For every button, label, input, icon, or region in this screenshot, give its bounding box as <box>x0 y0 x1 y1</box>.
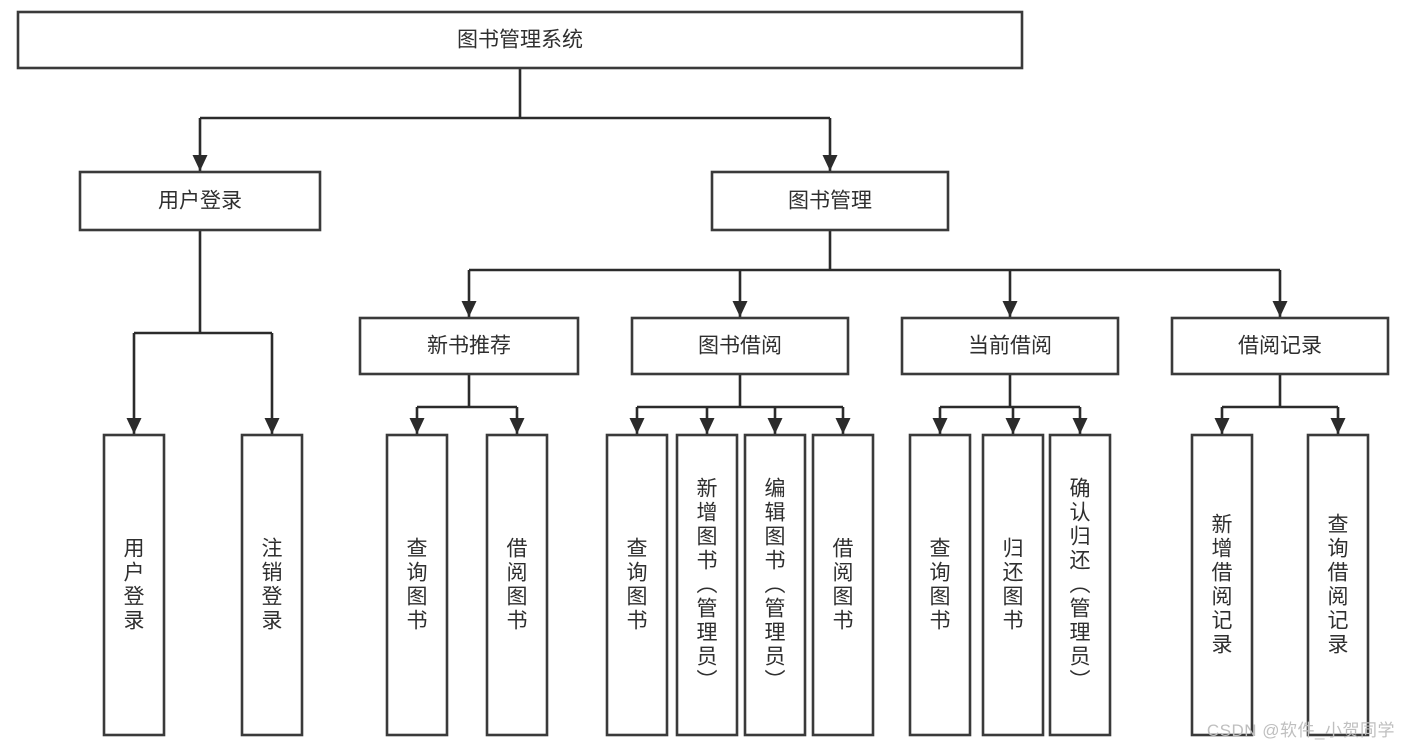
arrowhead-icon <box>1214 418 1230 434</box>
node-label: 图书管理 <box>788 190 872 213</box>
node-借阅图书[interactable]: 借阅图书 <box>485 433 549 737</box>
node-box[interactable] <box>1190 433 1254 737</box>
node-label: 确认归还︵管理员︶ <box>1070 478 1091 693</box>
connector-group <box>461 230 1288 317</box>
node-label: 当前借阅 <box>968 335 1052 358</box>
arrowhead-icon <box>409 418 425 434</box>
connector-group <box>409 374 525 434</box>
connector-group <box>932 374 1088 434</box>
node-box[interactable] <box>981 433 1045 737</box>
arrowhead-icon <box>1005 418 1021 434</box>
arrowhead-icon <box>264 418 280 434</box>
node-label: 新增借阅记录 <box>1212 514 1233 657</box>
node-查询借阅记录[interactable]: 查询借阅记录 <box>1306 433 1370 737</box>
node-label: 查询图书 <box>930 538 951 633</box>
arrowhead-icon <box>461 301 477 317</box>
node-label: 借阅图书 <box>833 538 854 633</box>
node-label: 查询图书 <box>627 538 648 633</box>
node-查询图书[interactable]: 查询图书 <box>385 433 449 737</box>
arrowhead-icon <box>932 418 948 434</box>
node-box[interactable] <box>358 316 580 376</box>
node-注销登录[interactable]: 注销登录 <box>240 433 304 737</box>
node-当前借阅[interactable]: 当前借阅 <box>900 316 1120 376</box>
node-box[interactable] <box>710 170 950 232</box>
arrowhead-icon <box>767 418 783 434</box>
node-box[interactable] <box>1048 433 1112 737</box>
node-box[interactable] <box>908 433 972 737</box>
node-label: 借阅记录 <box>1238 335 1322 358</box>
node-label: 查询图书 <box>407 538 428 633</box>
node-label: 新书推荐 <box>427 335 511 358</box>
node-借阅图书[interactable]: 借阅图书 <box>811 433 875 737</box>
connector-group <box>629 374 851 434</box>
connector-group <box>126 230 280 434</box>
node-新增图书管理员[interactable]: 新增图书︵管理员︶ <box>675 433 739 737</box>
arrowhead-icon <box>126 418 142 434</box>
node-box[interactable] <box>605 433 669 737</box>
arrowhead-icon <box>1330 418 1346 434</box>
arrowhead-icon <box>699 418 715 434</box>
node-归还图书[interactable]: 归还图书 <box>981 433 1045 737</box>
node-借阅记录[interactable]: 借阅记录 <box>1170 316 1390 376</box>
arrowhead-icon <box>192 155 208 171</box>
node-label: 借阅图书 <box>507 538 528 633</box>
node-label: 注销登录 <box>262 538 283 633</box>
arrowhead-icon <box>1002 301 1018 317</box>
node-新增借阅记录[interactable]: 新增借阅记录 <box>1190 433 1254 737</box>
node-box[interactable] <box>102 433 166 737</box>
node-label: 查询借阅记录 <box>1328 514 1349 657</box>
node-图书管理[interactable]: 图书管理 <box>710 170 950 232</box>
node-box[interactable] <box>1170 316 1390 376</box>
node-box[interactable] <box>78 170 322 232</box>
node-box[interactable] <box>811 433 875 737</box>
node-图书管理系统[interactable]: 图书管理系统 <box>16 10 1024 70</box>
node-查询图书[interactable]: 查询图书 <box>908 433 972 737</box>
node-确认归还管理员[interactable]: 确认归还︵管理员︶ <box>1048 433 1112 737</box>
node-新书推荐[interactable]: 新书推荐 <box>358 316 580 376</box>
node-查询图书[interactable]: 查询图书 <box>605 433 669 737</box>
connector-group <box>1214 374 1346 434</box>
node-label: 编辑图书︵管理员︶ <box>765 478 786 693</box>
node-box[interactable] <box>16 10 1024 70</box>
node-box[interactable] <box>675 433 739 737</box>
node-用户登录[interactable]: 用户登录 <box>78 170 322 232</box>
node-layer: 图书管理系统用户登录图书管理新书推荐图书借阅当前借阅借阅记录用户登录注销登录查询… <box>16 10 1390 737</box>
node-label: 归还图书 <box>1003 538 1024 633</box>
arrowhead-icon <box>1072 418 1088 434</box>
node-label: 用户登录 <box>158 190 242 213</box>
node-box[interactable] <box>485 433 549 737</box>
node-编辑图书管理员[interactable]: 编辑图书︵管理员︶ <box>743 433 807 737</box>
node-box[interactable] <box>240 433 304 737</box>
arrowhead-icon <box>835 418 851 434</box>
arrowhead-icon <box>509 418 525 434</box>
node-图书借阅[interactable]: 图书借阅 <box>630 316 850 376</box>
node-box[interactable] <box>1306 433 1370 737</box>
arrowhead-icon <box>629 418 645 434</box>
node-label: 图书管理系统 <box>457 29 583 52</box>
node-box[interactable] <box>385 433 449 737</box>
node-用户登录[interactable]: 用户登录 <box>102 433 166 737</box>
node-label: 图书借阅 <box>698 335 782 358</box>
connector-group <box>192 68 838 171</box>
node-box[interactable] <box>630 316 850 376</box>
node-label: 用户登录 <box>124 538 145 633</box>
arrowhead-icon <box>822 155 838 171</box>
arrowhead-icon <box>732 301 748 317</box>
node-box[interactable] <box>743 433 807 737</box>
connector-layer <box>126 68 1346 434</box>
arrowhead-icon <box>1272 301 1288 317</box>
node-box[interactable] <box>900 316 1120 376</box>
node-label: 新增图书︵管理员︶ <box>697 478 718 693</box>
